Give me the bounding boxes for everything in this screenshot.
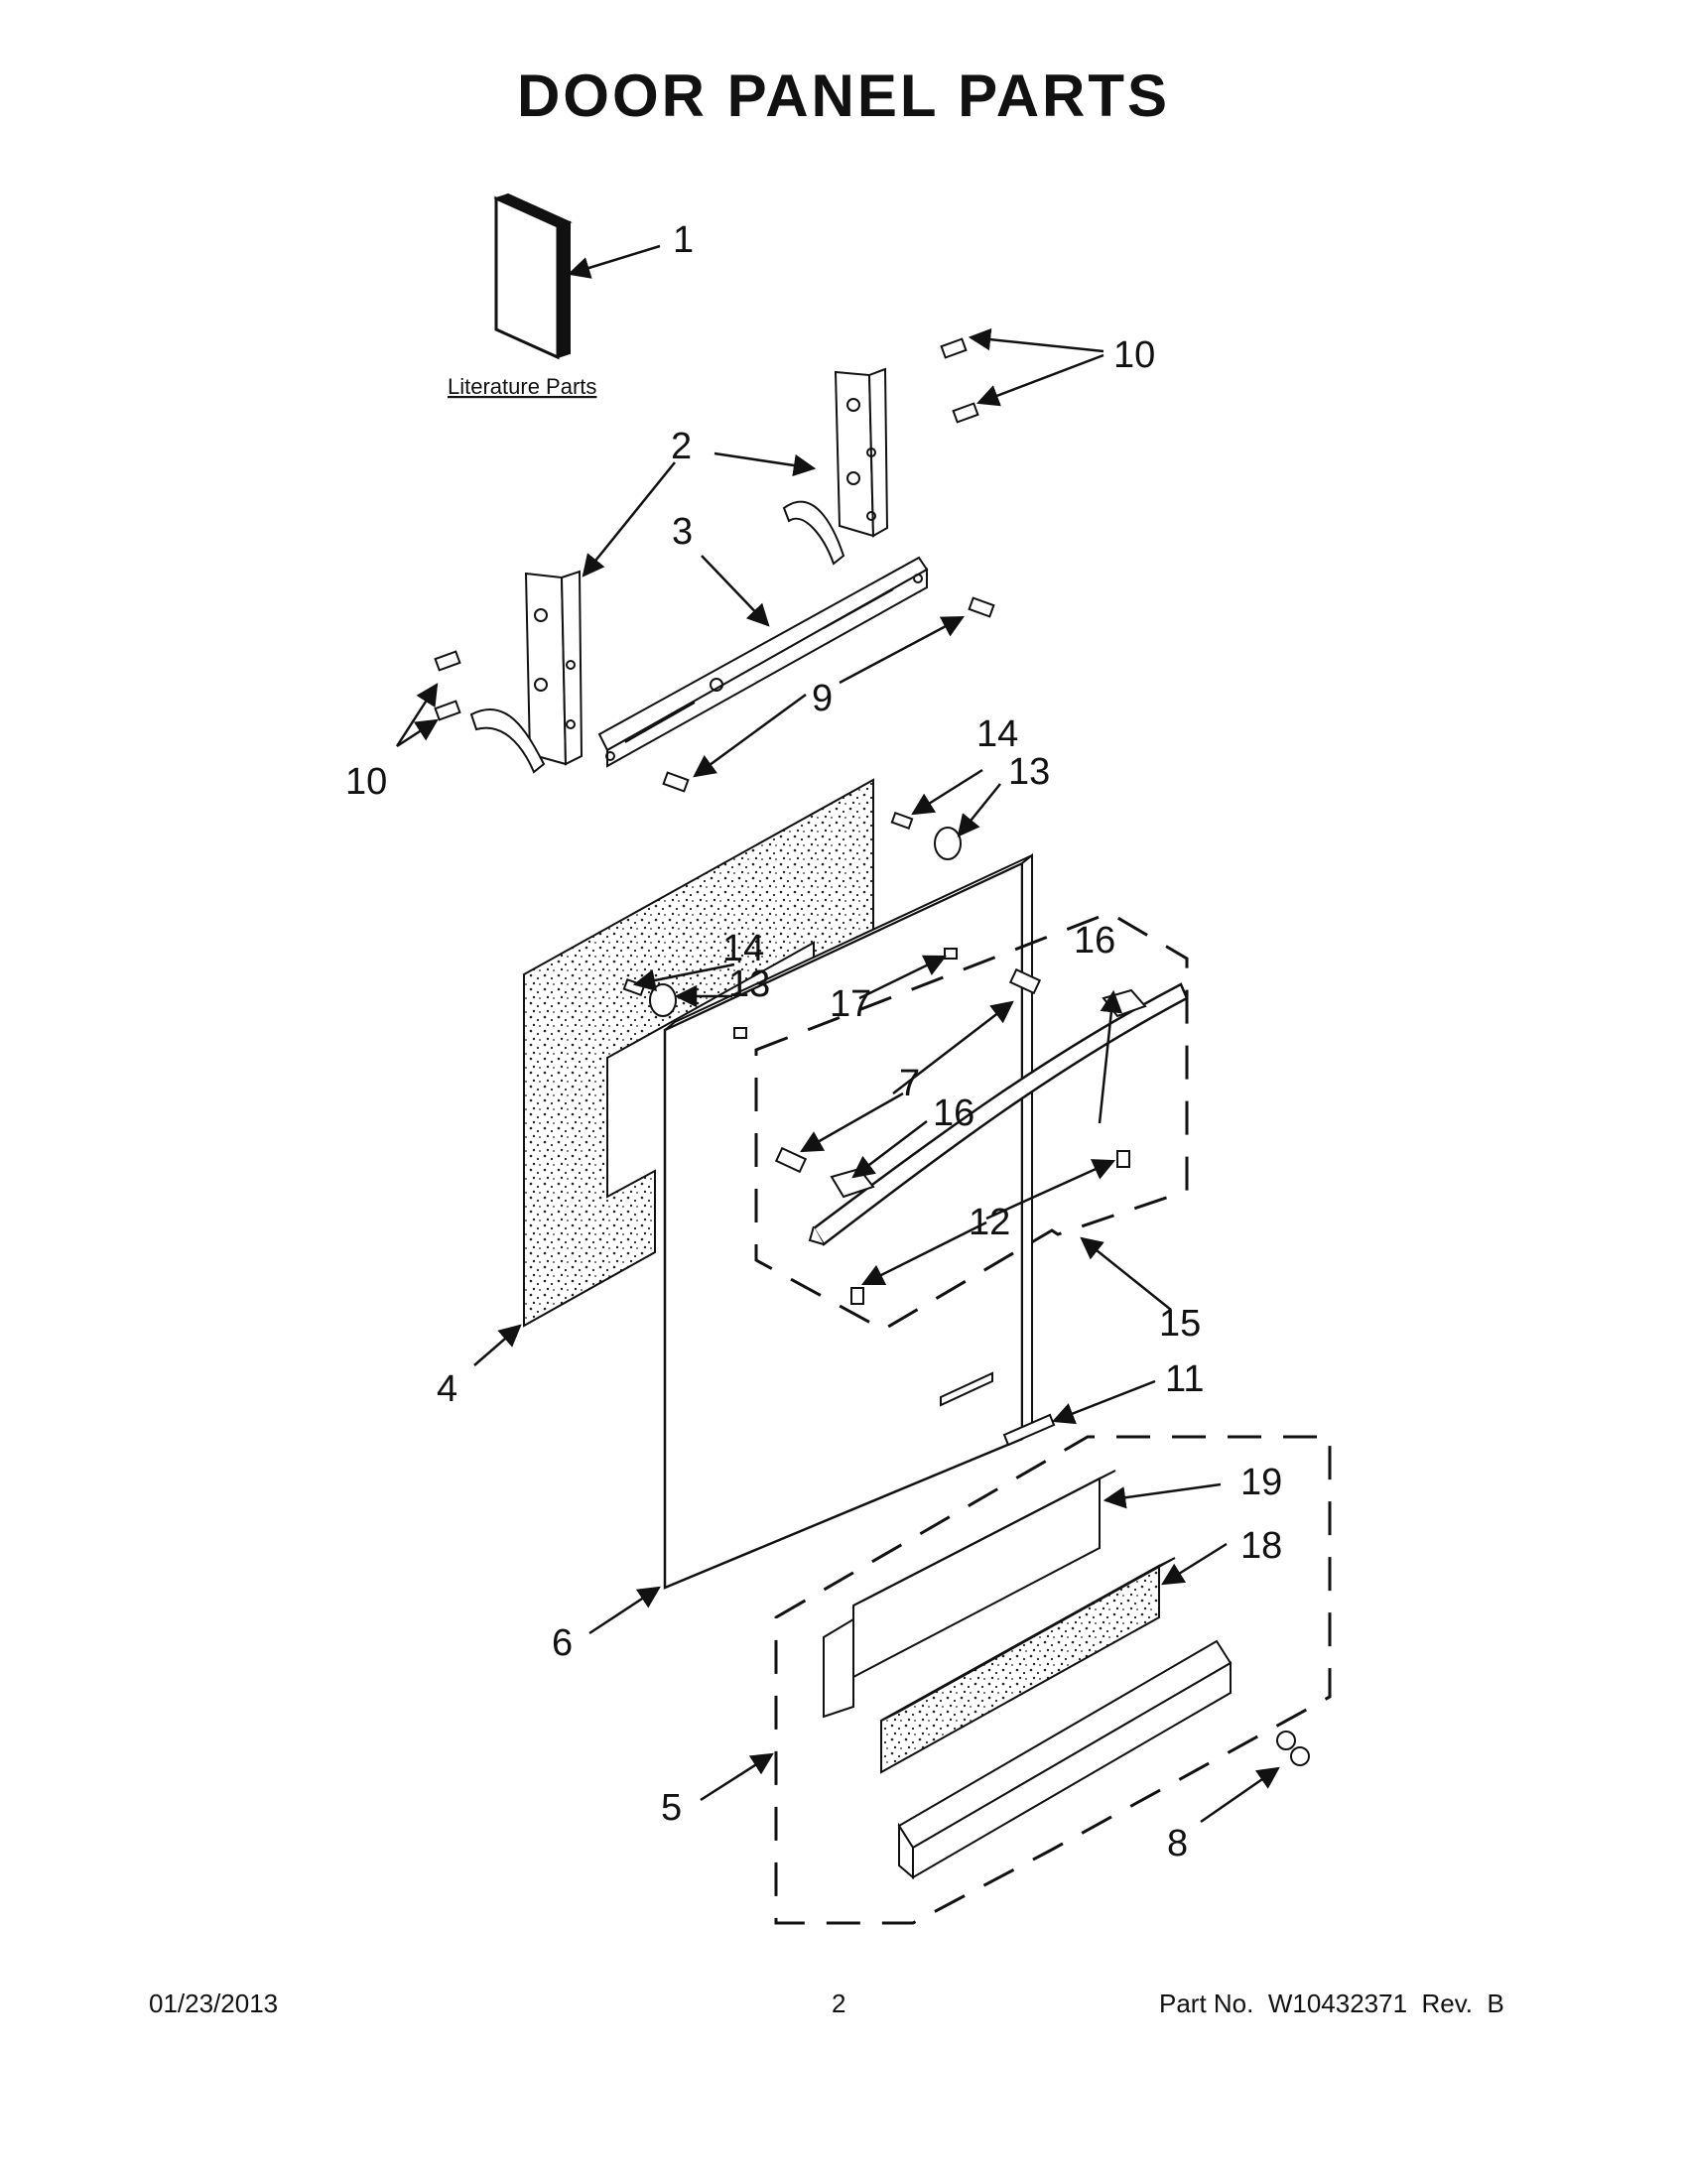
callout-16-mid: 16	[933, 1092, 974, 1134]
mounting-bracket-right	[782, 367, 889, 566]
callout-7: 7	[899, 1063, 920, 1104]
callout-11: 11	[1165, 1358, 1204, 1400]
callout-13-left: 13	[728, 964, 770, 1005]
page-title: DOOR PANEL PARTS	[516, 63, 1171, 129]
inner-panel-part-19	[823, 1470, 1116, 1719]
callout-9: 9	[812, 678, 833, 719]
footer-page-number: 2	[832, 1989, 846, 2018]
toe-panel-kit-outline	[774, 1435, 1332, 1925]
clip-part-11	[1002, 1413, 1056, 1447]
callout-8: 8	[1167, 1823, 1188, 1864]
callout-5: 5	[661, 1787, 682, 1829]
callout-12: 12	[969, 1202, 1010, 1243]
callout-18: 18	[1240, 1525, 1282, 1567]
callout-4: 4	[437, 1368, 457, 1410]
leader-arrows	[395, 244, 1280, 1824]
callout-13-top: 13	[1008, 751, 1050, 793]
mounting-bracket-left	[469, 570, 584, 774]
literature-parts-label: Literature Parts	[448, 374, 596, 399]
callout-14-left: 14	[722, 928, 764, 969]
screws-part-10-9	[434, 337, 995, 793]
callout-16-top: 16	[1074, 920, 1115, 962]
foam-strip-part-18	[880, 1557, 1176, 1774]
callout-2: 2	[671, 426, 692, 467]
callout-19: 19	[1240, 1462, 1282, 1503]
toe-kick-part-8	[897, 1639, 1310, 1880]
support-rail	[597, 556, 929, 768]
callout-numbers: 1 10 2 3 9 10 14 13 16 14 13 17 7 16 12 …	[345, 219, 1282, 1864]
callout-3: 3	[672, 511, 693, 553]
callout-15: 15	[1159, 1303, 1201, 1345]
literature-booklet	[493, 193, 573, 360]
footer-date: 01/23/2013	[149, 1989, 279, 2018]
handle-kit-outline	[754, 911, 1189, 1332]
callout-6: 6	[552, 1622, 573, 1664]
callout-14-top: 14	[976, 713, 1018, 755]
callout-10-bottom: 10	[345, 761, 387, 803]
callout-17: 17	[830, 983, 871, 1025]
callout-10-top: 10	[1113, 334, 1155, 376]
footer-part-number: Part No. W10432371 Rev. B	[1159, 1989, 1504, 2018]
callout-1: 1	[673, 219, 694, 261]
